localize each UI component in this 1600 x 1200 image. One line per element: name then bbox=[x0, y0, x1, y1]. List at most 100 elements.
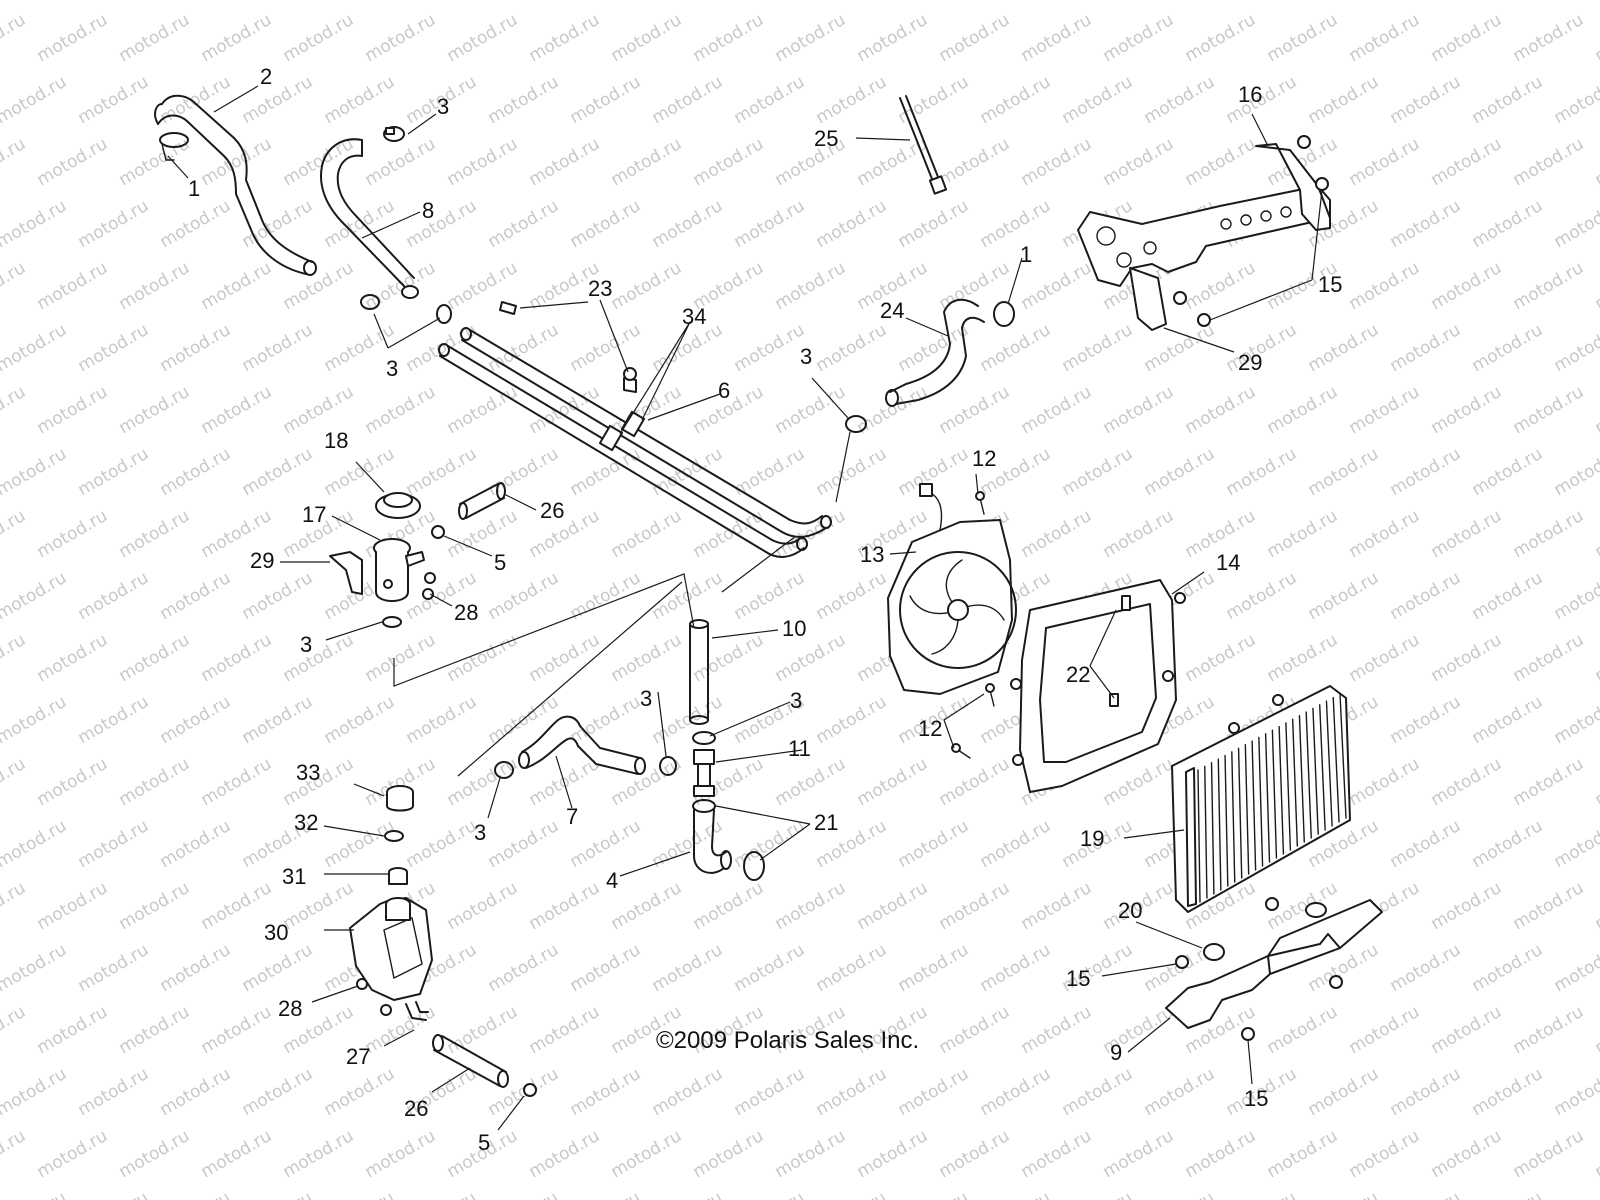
watermark-text: motod.ru bbox=[362, 1002, 440, 1058]
watermark-text: motod.ru bbox=[485, 816, 563, 872]
watermark-text: motod.ru bbox=[239, 0, 317, 4]
watermark-text: motod.ru bbox=[1510, 258, 1588, 314]
watermark-text: motod.ru bbox=[0, 630, 29, 686]
watermark-text: motod.ru bbox=[1428, 754, 1506, 810]
part-31-neck bbox=[388, 867, 408, 885]
watermark-text: motod.ru bbox=[116, 1002, 194, 1058]
callout-18: 18 bbox=[324, 428, 348, 453]
watermark-text: motod.ru bbox=[34, 1002, 112, 1058]
watermark-text: motod.ru bbox=[1141, 72, 1219, 128]
radiator-fin bbox=[1271, 729, 1278, 859]
watermark-text: motod.ru bbox=[608, 878, 686, 934]
watermark-text: motod.ru bbox=[34, 1126, 112, 1182]
watermark-text: motod.ru bbox=[1469, 0, 1547, 4]
watermark-text: motod.ru bbox=[1469, 444, 1547, 500]
watermark-text: motod.ru bbox=[1469, 1064, 1547, 1120]
part-25-cable-tie bbox=[899, 95, 948, 195]
watermark-text: motod.ru bbox=[116, 382, 194, 438]
watermark-text: motod.ru bbox=[1551, 320, 1600, 376]
watermark-text: motod.ru bbox=[1223, 0, 1301, 4]
watermark-text: motod.ru bbox=[157, 692, 235, 748]
watermark-text: motod.ru bbox=[321, 816, 399, 872]
watermark-text: motod.ru bbox=[0, 1126, 29, 1182]
watermark-text: motod.ru bbox=[198, 1002, 276, 1058]
watermark-text: motod.ru bbox=[75, 320, 153, 376]
watermark-text: motod.ru bbox=[1264, 10, 1342, 66]
callout-10: 10 bbox=[782, 616, 806, 641]
radiator-fin bbox=[1210, 762, 1215, 895]
watermark-text: motod.ru bbox=[1510, 382, 1588, 438]
watermark-text: motod.ru bbox=[649, 72, 727, 128]
watermark-text: motod.ru bbox=[936, 754, 1014, 810]
watermark-text: motod.ru bbox=[1428, 630, 1506, 686]
callout-29: 29 bbox=[1238, 350, 1262, 375]
watermark-text: motod.ru bbox=[977, 72, 1055, 128]
watermark-text: motod.ru bbox=[936, 10, 1014, 66]
watermark-text: motod.ru bbox=[34, 506, 112, 562]
watermark-text: motod.ru bbox=[75, 1188, 153, 1200]
watermark-text: motod.ru bbox=[1551, 444, 1600, 500]
watermark-text: motod.ru bbox=[75, 1064, 153, 1120]
callout-16: 16 bbox=[1238, 82, 1262, 107]
watermark-text: motod.ru bbox=[362, 258, 440, 314]
watermark-text: motod.ru bbox=[444, 1002, 522, 1058]
callout-22: 22 bbox=[1066, 662, 1090, 687]
radiator-fin bbox=[1197, 769, 1201, 903]
watermark-text: motod.ru bbox=[813, 692, 891, 748]
watermark-text: motod.ru bbox=[731, 1188, 809, 1200]
watermark-text: motod.ru bbox=[567, 1188, 645, 1200]
radiator-fin bbox=[1319, 704, 1326, 831]
callout-14: 14 bbox=[1216, 550, 1240, 575]
watermark-text: motod.ru bbox=[1428, 134, 1506, 190]
watermark-text: motod.ru bbox=[895, 1188, 973, 1200]
watermark-text: motod.ru bbox=[1428, 382, 1506, 438]
watermark-text: motod.ru bbox=[239, 568, 317, 624]
watermark-text: motod.ru bbox=[1059, 320, 1137, 376]
callout-8: 8 bbox=[422, 198, 434, 223]
watermark-text: motod.ru bbox=[608, 134, 686, 190]
watermark-text: motod.ru bbox=[198, 382, 276, 438]
watermark-text: motod.ru bbox=[1387, 816, 1465, 872]
watermark-text: motod.ru bbox=[1428, 258, 1506, 314]
watermark-text: motod.ru bbox=[34, 134, 112, 190]
watermark-text: motod.ru bbox=[690, 134, 768, 190]
part-3-clamp-top bbox=[383, 126, 405, 142]
watermark-text: motod.ru bbox=[280, 258, 358, 314]
watermark-text: motod.ru bbox=[75, 692, 153, 748]
watermark-text: motod.ru bbox=[403, 444, 481, 500]
watermark-text: motod.ru bbox=[813, 196, 891, 252]
radiator-fin bbox=[1298, 715, 1305, 843]
watermark-text: motod.ru bbox=[977, 320, 1055, 376]
watermark-text: motod.ru bbox=[895, 196, 973, 252]
callout-17: 17 bbox=[302, 502, 326, 527]
watermark-text: motod.ru bbox=[362, 1126, 440, 1182]
watermark-text: motod.ru bbox=[34, 754, 112, 810]
watermark-text: motod.ru bbox=[198, 258, 276, 314]
watermark-text: motod.ru bbox=[1018, 1126, 1096, 1182]
watermark-text: motod.ru bbox=[813, 940, 891, 996]
part-13-fan bbox=[887, 483, 1017, 695]
watermark-text: motod.ru bbox=[0, 196, 70, 252]
watermark-text: motod.ru bbox=[813, 1188, 891, 1200]
watermark-text: motod.ru bbox=[485, 1188, 563, 1200]
watermark-text: motod.ru bbox=[1387, 320, 1465, 376]
watermark-text: motod.ru bbox=[1346, 630, 1424, 686]
watermark-text: motod.ru bbox=[444, 630, 522, 686]
watermark-text: motod.ru bbox=[1551, 196, 1600, 252]
watermark-text: motod.ru bbox=[34, 630, 112, 686]
callout-30: 30 bbox=[264, 920, 288, 945]
watermark-text: motod.ru bbox=[0, 320, 70, 376]
watermark-text: motod.ru bbox=[1387, 72, 1465, 128]
watermark-text: motod.ru bbox=[608, 630, 686, 686]
callout-28: 28 bbox=[278, 996, 302, 1021]
watermark-text: motod.ru bbox=[1264, 1126, 1342, 1182]
watermark-text: motod.ru bbox=[813, 0, 891, 4]
watermark-text: motod.ru bbox=[1305, 568, 1383, 624]
watermark-text: motod.ru bbox=[1141, 444, 1219, 500]
watermark-text: motod.ru bbox=[690, 1126, 768, 1182]
watermark-text: motod.ru bbox=[1100, 134, 1178, 190]
watermark-text: motod.ru bbox=[977, 196, 1055, 252]
part-28-bolts-tank bbox=[356, 978, 392, 1016]
watermark-text: motod.ru bbox=[485, 72, 563, 128]
watermark-text: motod.ru bbox=[239, 72, 317, 128]
